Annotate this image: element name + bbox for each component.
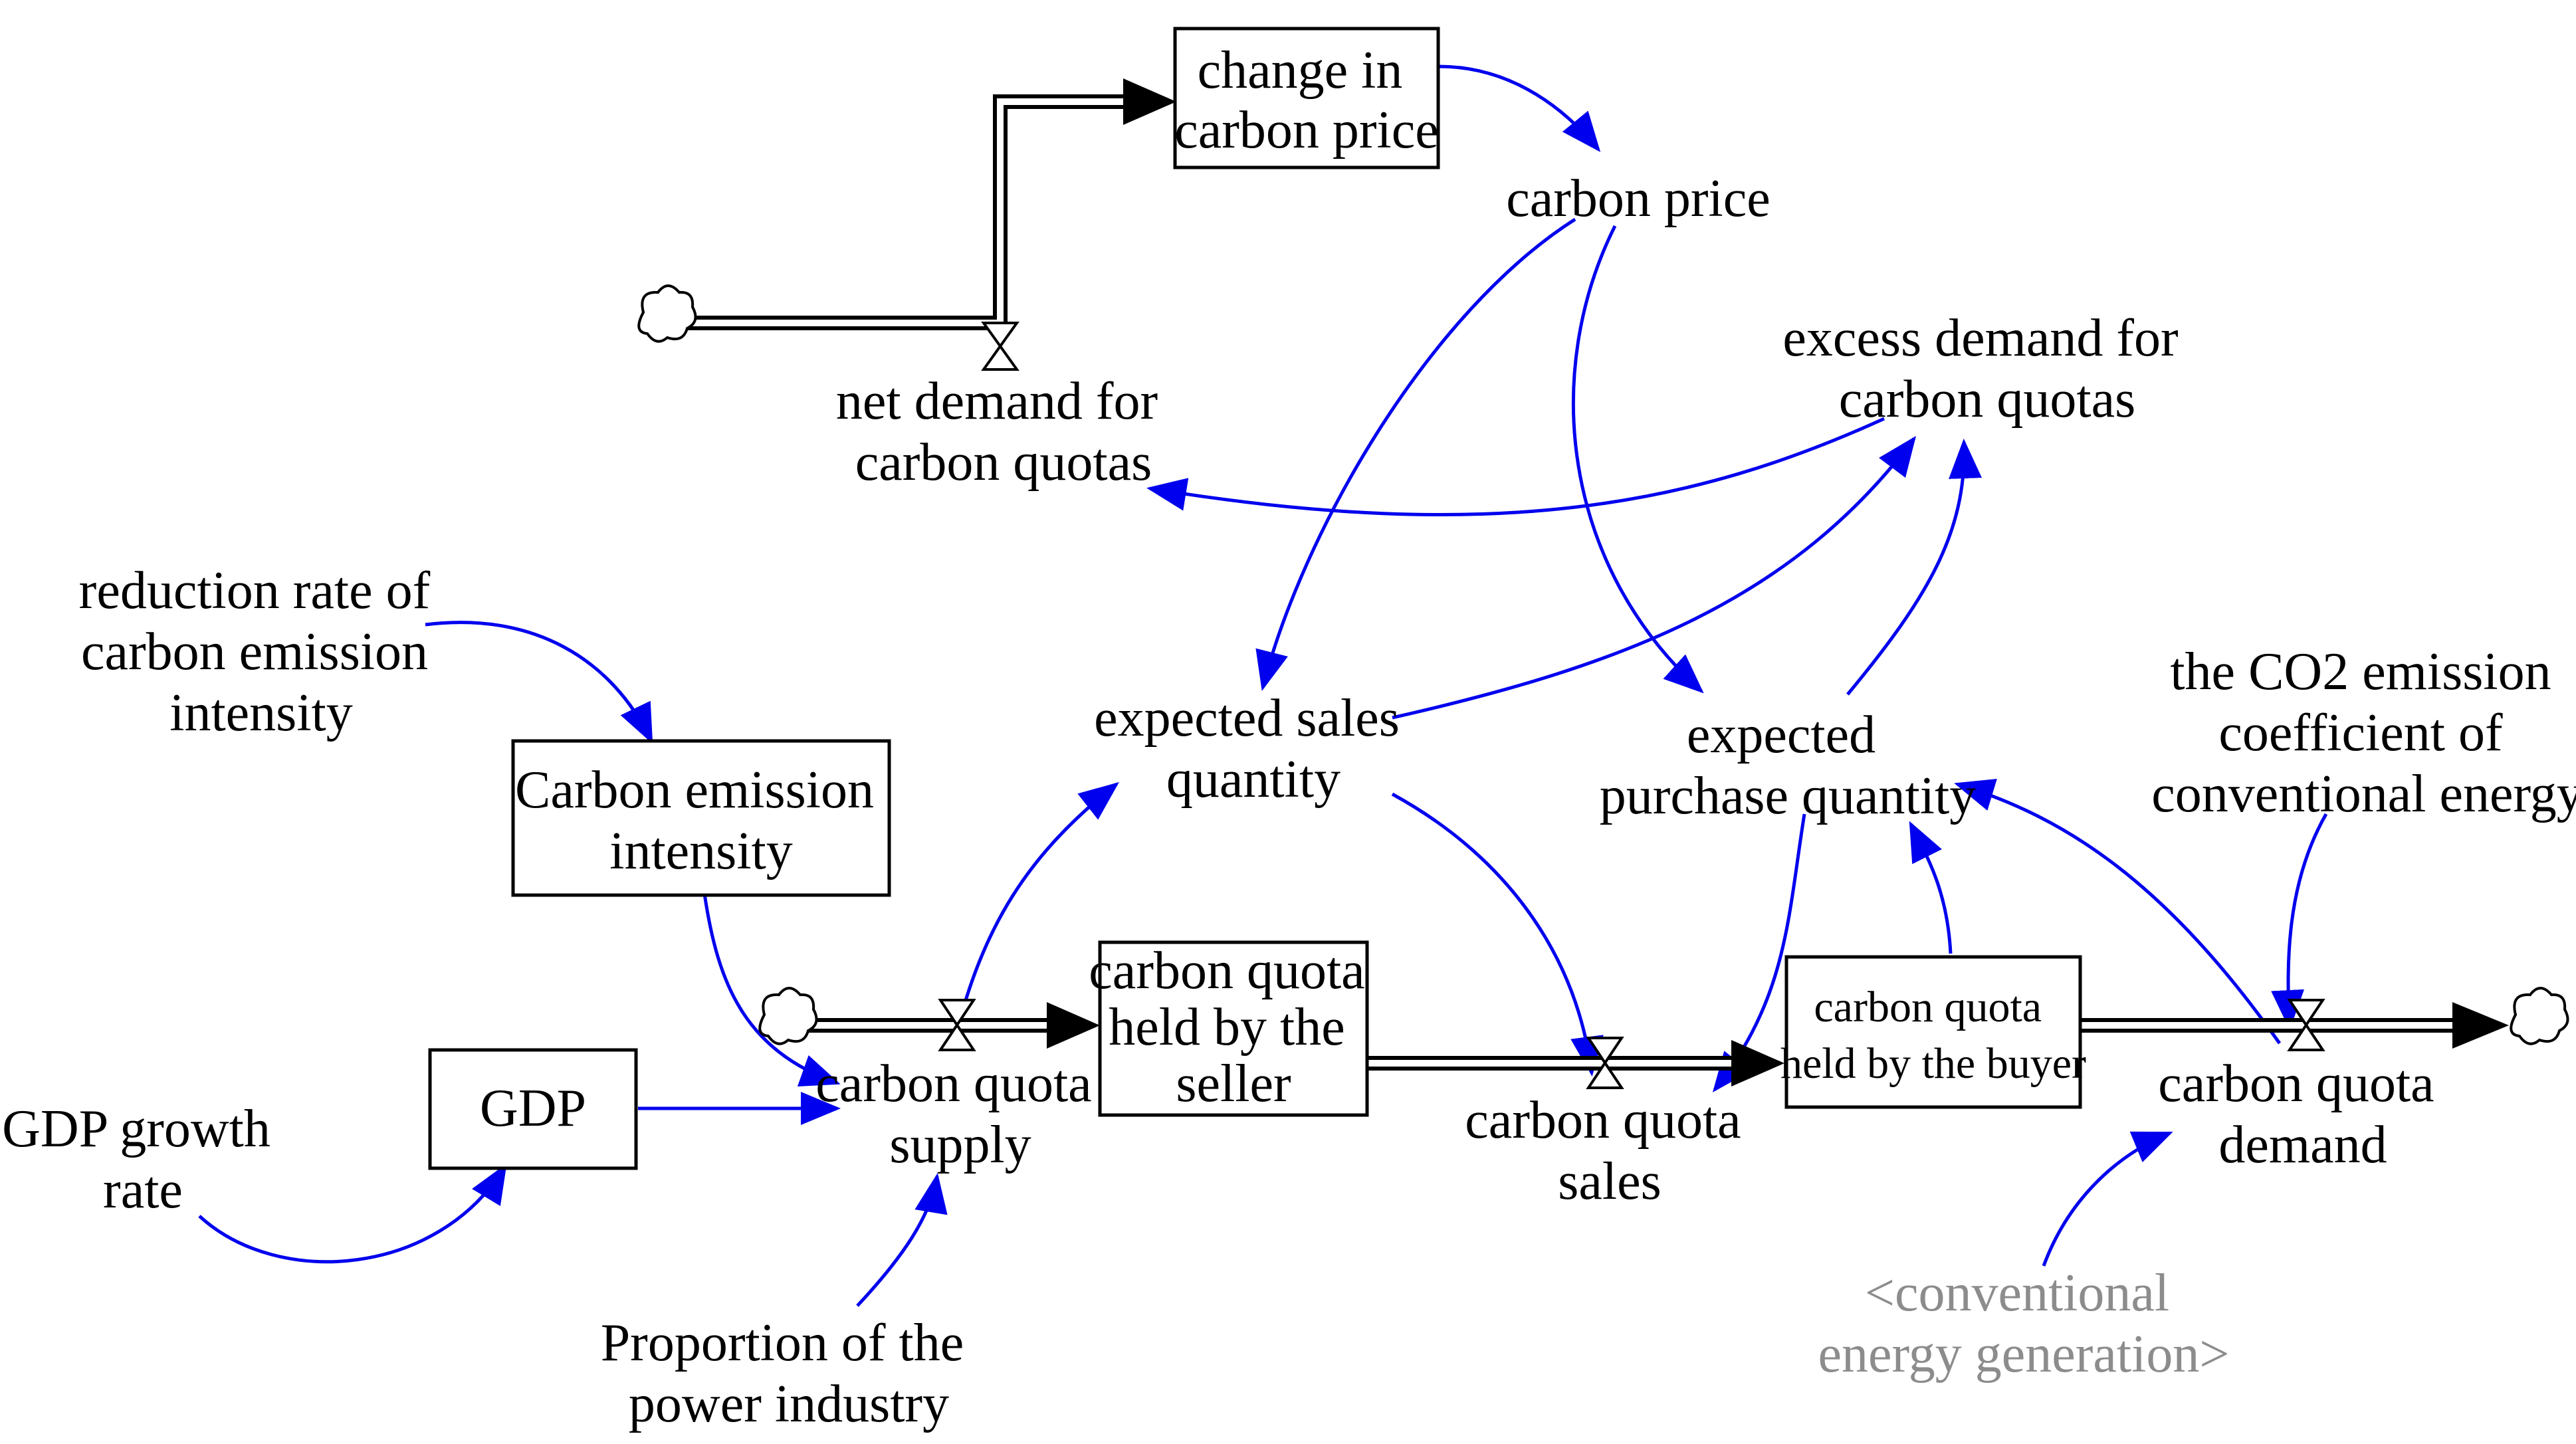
link-carbon-price-to-expected-sales	[1255, 217, 1576, 691]
label-conventional-energy: <conventional energy generation>	[1818, 1264, 2230, 1384]
label-quota-sales: carbon quota sales	[1465, 1091, 1754, 1211]
label-co2-coefficient: the CO2 emission coefficient of conventi…	[2151, 643, 2576, 823]
link-carbon-price-to-expected-purchase	[1571, 225, 1704, 694]
link-expected-purchase-to-excess	[1846, 439, 1982, 696]
label-net-demand: net demand for carbon quotas	[836, 372, 1171, 492]
link-expected-sales-to-excess	[1392, 436, 1917, 720]
link-co2-to-demand	[2271, 813, 2328, 1030]
label-reduction-rate: reduction rate of carbon emission intens…	[79, 562, 444, 742]
link-supply-to-expected-sales	[955, 781, 1119, 1031]
arrowhead-icon	[1731, 1040, 1784, 1086]
label-carbon-price: carbon price	[1506, 169, 1771, 228]
label-quota-supply: carbon quota supply	[815, 1055, 1105, 1174]
label-gdp-growth: GDP growth rate	[2, 1100, 284, 1219]
cloud-icon	[2510, 987, 2569, 1045]
label-expected-sales: expected sales quantity	[1094, 689, 1413, 809]
arrowhead-icon	[1123, 78, 1176, 125]
link-conventional-to-demand	[2042, 1131, 2173, 1267]
link-expected-sales-to-sales	[1391, 792, 1604, 1077]
flow-pipes	[685, 78, 2509, 1086]
box-quota-held-seller	[1098, 940, 1369, 1117]
cloud-icon	[758, 987, 818, 1045]
arrowhead-icon	[2452, 1002, 2509, 1049]
label-proportion-power: Proportion of the power industry	[601, 1314, 978, 1433]
link-gdp-growth-to-gdp	[198, 1163, 507, 1264]
label-expected-purchase: expected purchase quantity	[1600, 706, 1976, 825]
link-change-to-carbon-price	[1438, 64, 1601, 152]
labels: change in carbon price carbon price net …	[2, 41, 2576, 1433]
arrowhead-icon	[1047, 1002, 1100, 1049]
valve-icon	[1586, 1037, 1624, 1089]
cloud-icon	[637, 284, 697, 343]
label-quota-demand: carbon quota demand	[2158, 1055, 2447, 1174]
label-gdp: GDP	[480, 1079, 586, 1138]
valve-icon	[981, 322, 1020, 371]
valve-icon	[2287, 999, 2325, 1051]
link-demand-to-expected-purchase	[1954, 779, 2282, 1045]
label-carbon-emission-intensity: Carbon emission intensity	[515, 761, 887, 880]
box-gdp	[428, 1048, 638, 1170]
label-quota-held-buyer: carbon quota held by the buyer	[1780, 983, 2086, 1088]
link-reduction-rate-to-intensity	[425, 621, 653, 744]
label-quota-held-seller: carbon quota held by the seller	[1089, 942, 1378, 1113]
link-excess-to-net-demand	[1146, 417, 1885, 517]
box-quota-held-buyer	[1784, 955, 2082, 1109]
box-change-in-carbon-price	[1173, 27, 1440, 169]
valve-icon	[938, 999, 976, 1051]
link-buyer-to-expected-purchase	[1909, 821, 1953, 954]
label-excess-demand: excess demand for carbon quotas	[1782, 309, 2191, 429]
label-change-in-carbon-price: change in carbon price	[1174, 41, 1439, 159]
link-proportion-to-supply	[856, 1173, 948, 1307]
box-carbon-emission-intensity	[511, 739, 891, 897]
link-intensity-to-supply	[702, 893, 841, 1087]
